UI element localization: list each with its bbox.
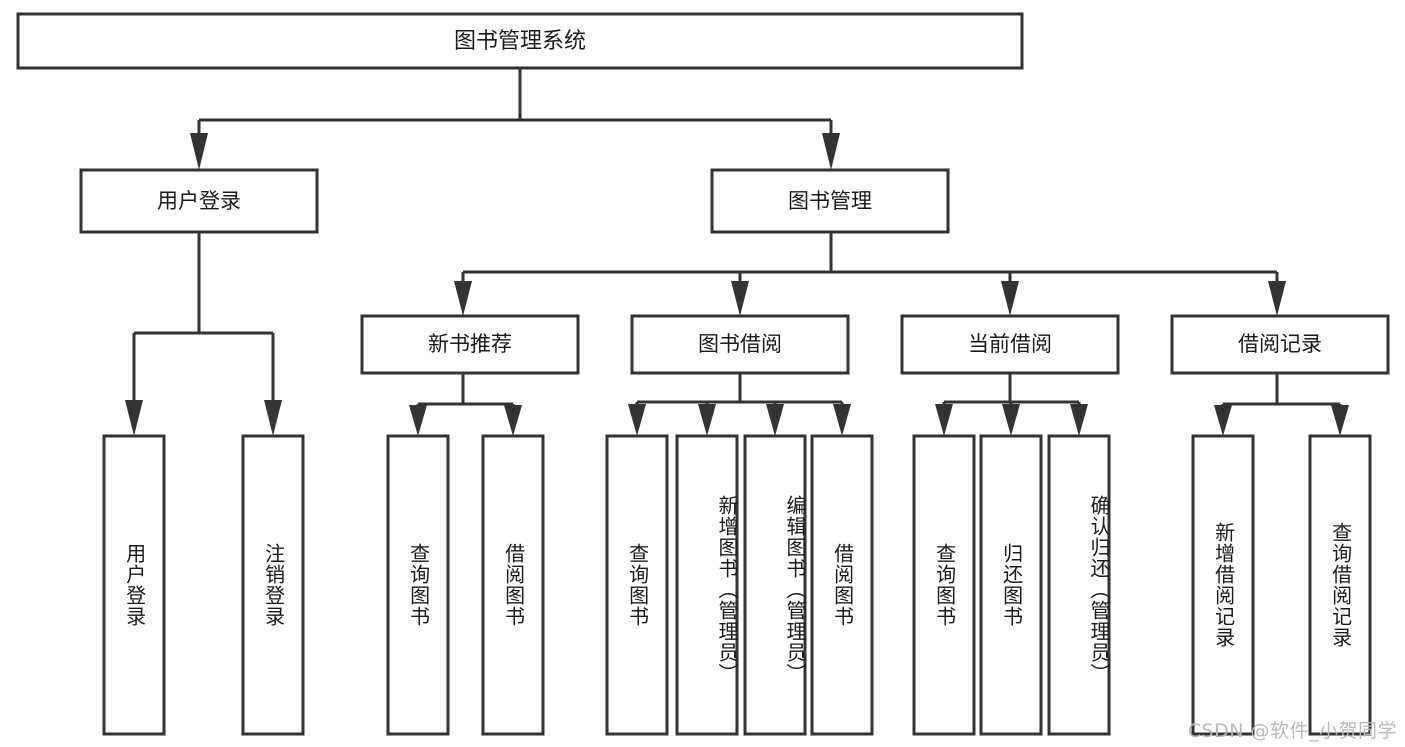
node-user-login-label: 用户登录 xyxy=(157,189,241,213)
node-leaf-book-borrow-1-box[interactable] xyxy=(605,434,669,736)
arrow-head-leaf-user-login-1 xyxy=(125,400,143,436)
node-book-borrow-box[interactable] xyxy=(630,314,850,375)
arrow-head-leaf-newbook-1 xyxy=(409,405,427,436)
arrow-head-book-borrow xyxy=(731,281,749,316)
arrow-head-leaf-bookborrow-1 xyxy=(628,404,646,436)
arrow-head-leaf-currentborrow-3 xyxy=(1070,404,1088,436)
arrow-head-leaf-currentborrow-2 xyxy=(1002,404,1020,436)
node-new-book-recommend[interactable]: 新书推荐 xyxy=(360,314,580,375)
node-leaf-user-login-1-box[interactable] xyxy=(102,434,166,736)
node-new-book-recommend-box[interactable] xyxy=(360,314,580,375)
arrow-head-current-borrow xyxy=(1001,281,1019,316)
arrow-head-user-login xyxy=(190,133,208,170)
node-book-management-label: 图书管理 xyxy=(788,189,872,213)
arrow-head-leaf-newbook-2 xyxy=(504,405,522,436)
node-leaf-current-borrow-1-box[interactable] xyxy=(912,434,976,736)
node-root[interactable]: 图书管理系统 xyxy=(16,12,1024,70)
node-book-borrow[interactable]: 图书借阅 xyxy=(630,314,850,375)
node-borrow-record-label: 借阅记录 xyxy=(1238,332,1322,356)
node-leaf-book-borrow-4-box[interactable] xyxy=(810,434,874,736)
node-current-borrow-label: 当前借阅 xyxy=(968,332,1052,356)
node-current-borrow-box[interactable] xyxy=(900,314,1120,375)
arrow-head-leaf-currentborrow-1 xyxy=(935,404,953,436)
node-book-borrow-label: 图书借阅 xyxy=(698,332,782,356)
arrow-head-leaf-borrowrecord-1 xyxy=(1214,405,1232,436)
arrow-head-leaf-borrowrecord-2 xyxy=(1331,405,1349,436)
arrow-head-leaf-bookborrow-3 xyxy=(766,404,784,436)
node-leaf-borrow-record-1-box[interactable] xyxy=(1191,434,1255,736)
edges-group xyxy=(125,68,1349,436)
node-leaf-current-borrow-2-box[interactable] xyxy=(979,434,1043,736)
node-leaf-new-book-2-box[interactable] xyxy=(481,434,545,736)
node-leaf-user-login-2-box[interactable] xyxy=(241,434,305,736)
node-borrow-record[interactable]: 借阅记录 xyxy=(1170,314,1390,375)
node-user-login[interactable]: 用户登录 xyxy=(79,168,319,234)
node-root-label: 图书管理系统 xyxy=(454,29,586,54)
node-current-borrow[interactable]: 当前借阅 xyxy=(900,314,1120,375)
arrow-head-leaf-bookborrow-4 xyxy=(833,404,851,436)
arrow-head-leaf-user-login-2 xyxy=(264,400,282,436)
arrow-head-book-mgmt xyxy=(822,133,840,170)
node-user-login-box[interactable] xyxy=(79,168,319,234)
node-book-management-box[interactable] xyxy=(710,168,950,234)
arrow-head-new-book-recommend xyxy=(454,281,472,316)
node-borrow-record-box[interactable] xyxy=(1170,314,1390,375)
node-leaf-new-book-1-box[interactable] xyxy=(386,434,450,736)
node-root-box[interactable] xyxy=(16,12,1024,70)
node-leaf-borrow-record-2-box[interactable] xyxy=(1308,434,1372,736)
node-new-book-recommend-label: 新书推荐 xyxy=(428,332,512,356)
arrow-head-leaf-bookborrow-2 xyxy=(698,404,716,436)
node-leaf-book-borrow-2-box[interactable] xyxy=(675,434,739,736)
node-leaf-current-borrow-3-box[interactable] xyxy=(1047,434,1111,736)
node-book-management[interactable]: 图书管理 xyxy=(710,168,950,234)
node-leaf-book-borrow-3-box[interactable] xyxy=(743,434,807,736)
arrow-head-borrow-record xyxy=(1268,281,1286,316)
csdn-watermark: CSDN @软件_小贺同学 xyxy=(1187,720,1397,742)
